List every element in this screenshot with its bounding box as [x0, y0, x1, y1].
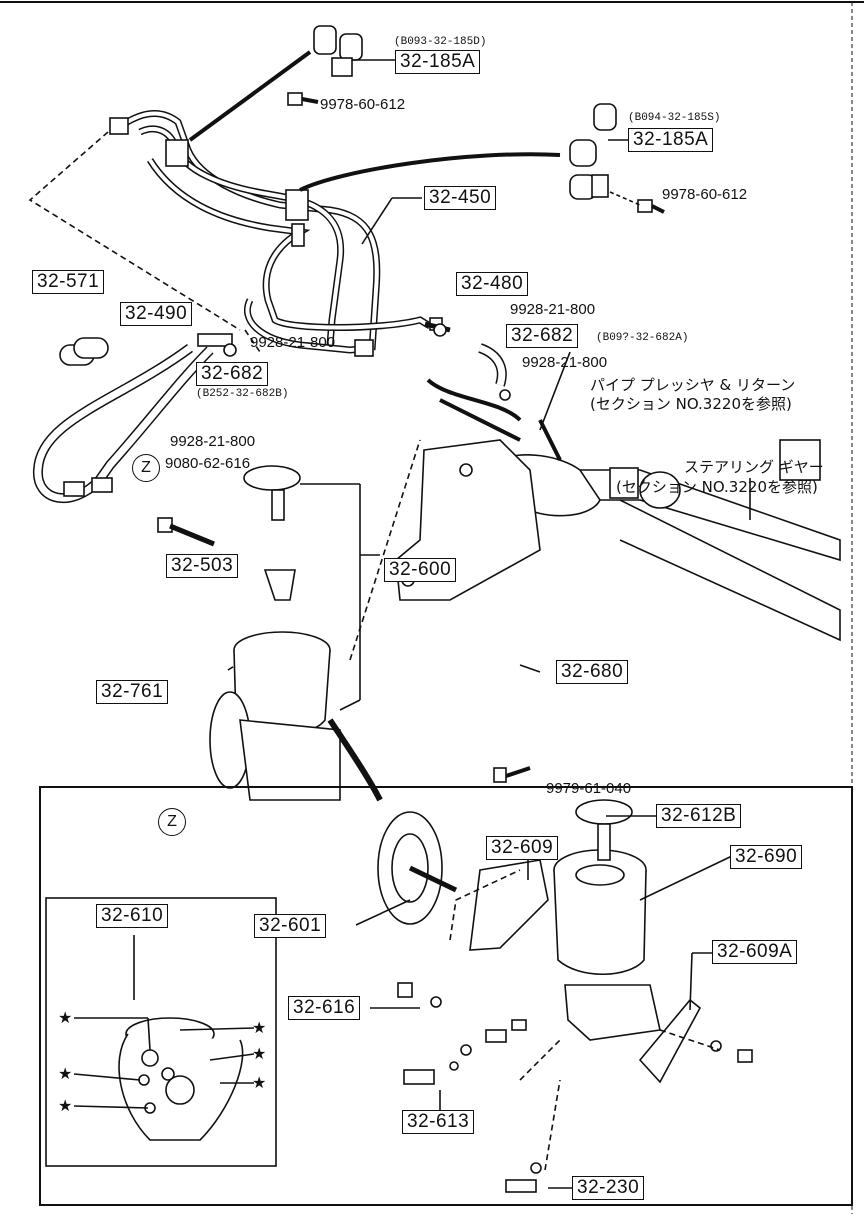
washer-label-9928-21-800-a[interactable]: 9928-21-800 [510, 301, 596, 318]
bolt-label-9979-61-040[interactable]: 9979-61-040 [546, 780, 632, 797]
detail-frame [39, 786, 853, 1206]
part-label-32-185a-top[interactable]: 32-185A [395, 50, 481, 74]
part-label-32-609[interactable]: 32-609 [486, 836, 559, 860]
zone-marker-z-bottom: Z [158, 808, 186, 836]
part-label-32-616[interactable]: 32-616 [288, 996, 361, 1020]
part-label-32-610[interactable]: 32-610 [96, 904, 169, 928]
gasket-609 [469, 859, 549, 951]
part-subnumber-185a-right: (B094-32-185S) [628, 112, 721, 124]
gear-note-line-2: (セクション NO.3220を参照) [616, 478, 818, 496]
part-label-32-690[interactable]: 32-690 [730, 845, 803, 869]
part-label-32-682-left[interactable]: 32-682 [196, 362, 269, 386]
bracket-609a [638, 998, 753, 1084]
bolt-label-9978-60-612-right[interactable]: 9978-60-612 [662, 186, 748, 203]
zone-marker-z-top: Z [132, 454, 160, 482]
pipe-note-line-1: パイプ プレッシヤ & リターン [590, 376, 796, 394]
part-label-32-185a-right[interactable]: 32-185A [628, 128, 714, 152]
sleeve-pair [59, 337, 109, 366]
star-marker-5: ★ [252, 1073, 267, 1092]
part-label-32-680[interactable]: 32-680 [556, 660, 629, 684]
part-label-32-480[interactable]: 32-480 [456, 272, 529, 296]
gear-note-line-1: ステアリング ギヤー [684, 458, 824, 476]
reservoir-690 [553, 849, 647, 975]
cap-612b [575, 799, 633, 861]
part-label-32-450[interactable]: 32-450 [424, 186, 497, 210]
part-label-32-609a[interactable]: 32-609A [712, 940, 798, 964]
part-subnumber-185a-top: (B093-32-185D) [394, 36, 487, 48]
part-label-32-682-right[interactable]: 32-682 [506, 324, 579, 348]
bolt-label-9978-60-612-top[interactable]: 9978-60-612 [320, 96, 406, 113]
part-label-32-613[interactable]: 32-613 [402, 1110, 475, 1134]
part-label-32-612b[interactable]: 32-612B [656, 804, 742, 828]
part-label-32-571[interactable]: 32-571 [32, 270, 105, 294]
bolt-right [609, 191, 665, 214]
clamp-top [188, 25, 395, 142]
part-label-32-503[interactable]: 32-503 [166, 554, 239, 578]
fittings [397, 982, 542, 1193]
part-label-32-490[interactable]: 32-490 [120, 302, 193, 326]
hose-480-682 [424, 321, 511, 401]
inset-frame-610 [45, 897, 277, 1167]
washer-label-9928-21-800-b[interactable]: 9928-21-800 [522, 354, 608, 371]
bracket-680 [395, 439, 541, 783]
clamp-right [299, 103, 630, 200]
star-marker-6: ★ [58, 1096, 73, 1115]
pump-body [564, 984, 661, 1041]
bolt-top [287, 92, 319, 106]
part-label-32-600[interactable]: 32-600 [384, 558, 457, 582]
washer-label-9928-21-800-d[interactable]: 9928-21-800 [170, 433, 256, 450]
part-subnumber-682-left: (B252-32-682B) [196, 388, 289, 400]
bolt-label-9080-62-616[interactable]: 9080-62-616 [165, 455, 251, 472]
star-marker-4: ★ [58, 1064, 73, 1083]
bolt-761 [157, 517, 215, 547]
star-marker-3: ★ [252, 1044, 267, 1063]
part-label-32-601[interactable]: 32-601 [254, 914, 327, 938]
part-subnumber-682-right: (B09?-32-682A) [596, 332, 689, 344]
part-label-32-761[interactable]: 32-761 [96, 680, 169, 704]
washer-label-9928-21-800-c[interactable]: 9928-21-800 [250, 334, 336, 351]
star-marker-2: ★ [252, 1018, 267, 1037]
pump-assembly-top [209, 465, 341, 801]
pipe-note-line-2: (セクション NO.3220を参照) [590, 395, 792, 413]
part-label-32-230[interactable]: 32-230 [572, 1176, 645, 1200]
pulley-601 [377, 811, 458, 925]
pressure-pipe-assembly [109, 109, 443, 357]
star-marker-1: ★ [58, 1008, 73, 1027]
